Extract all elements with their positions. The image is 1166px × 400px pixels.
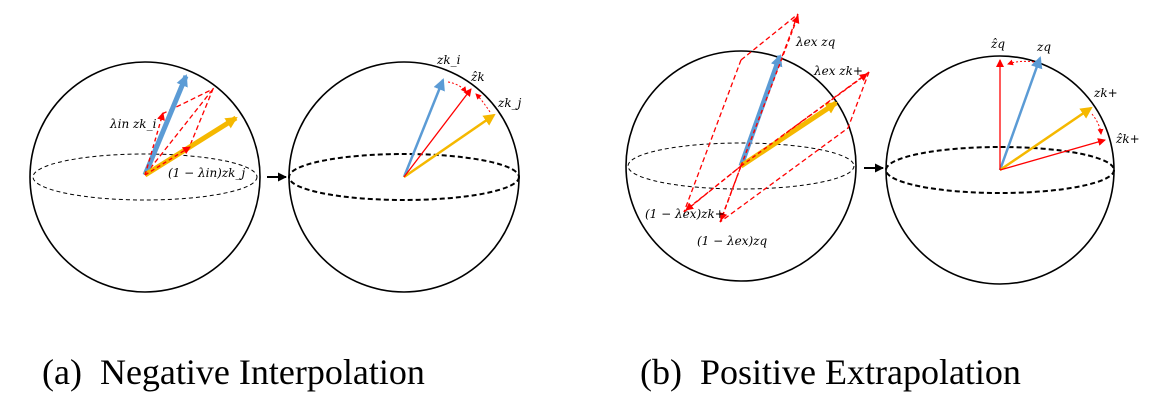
zkplus-arrow [739,100,838,169]
label-lambda-zkplus: λex zk+ [813,64,863,78]
interp-parallelogram [161,87,215,149]
pull-arrow-from-zkj [475,93,491,113]
panel-a-left-sphere: λin zk_i (1 − λin)zk_j [29,61,261,293]
label-zk-hat: ẑk [470,70,485,84]
pull-arrow-from-zki [447,81,467,93]
lambda-zq-arrow [740,15,800,167]
caption-b: (b) Positive Extrapolation [640,352,1021,392]
label-one-minus-lambda-zkplus: (1 − λex)zk+ [645,207,725,221]
equator [627,142,855,190]
push-arrow-zkplus [1091,113,1104,135]
label-zkplus: zk+ [1093,86,1118,100]
zki-arrow [142,74,189,176]
label-one-minus-lambda-zq: (1 − λex)zq [697,234,767,248]
label-zki: zk_i [436,53,461,67]
lambda-zkplus-arrow [740,73,868,167]
sphere-outline [625,50,857,282]
zq-arrow [998,56,1043,171]
label-zkplus-hat: ẑk+ [1115,132,1140,146]
zkplus-arrow [999,106,1093,172]
zkj-arrow [403,113,496,179]
zk-hat-arrow [403,88,472,178]
zq-arrow [738,54,783,167]
one-minus-lambda-zkplus-arrow [685,165,742,211]
push-arrow-zq [1007,59,1035,66]
label-lambda-zki: λin zk_i [109,117,157,131]
extrap-left-edge [683,59,742,213]
one-minus-lambda-zq-arrow [719,165,742,221]
label-zq-hat: ẑq [990,37,1005,51]
label-zq: zq [1036,40,1051,54]
one-minus-lambda-zkj-arrow [144,146,191,176]
extrap-right-edge [719,71,870,223]
extrap-upper-edge [740,13,799,61]
label-zkj: zk_j [497,96,522,110]
interp-diagonal [144,88,214,176]
lambda-zki-arrow [144,112,165,176]
extrap-kplus-line [719,71,870,223]
panel-a-right-sphere: zk_i ẑk zk_j [288,53,522,293]
panel-b-right-sphere: ẑq zq zk+ ẑk+ [885,37,1140,285]
zkplus-hat-arrow [999,138,1106,171]
label-lambda-zq: λex zq [795,35,836,49]
equator [288,153,520,201]
panel-b-left-sphere: λex zq λex zk+ (1 − λex)zk+ (1 − λex)zq [625,13,870,282]
equator [885,146,1115,194]
equator [32,153,258,201]
zki-arrow [402,78,445,178]
label-one-minus-lambda-zkj: (1 − λin)zk_j [168,166,245,180]
sphere-outline [29,61,261,293]
caption-a: (a) Negative Interpolation [42,352,425,392]
